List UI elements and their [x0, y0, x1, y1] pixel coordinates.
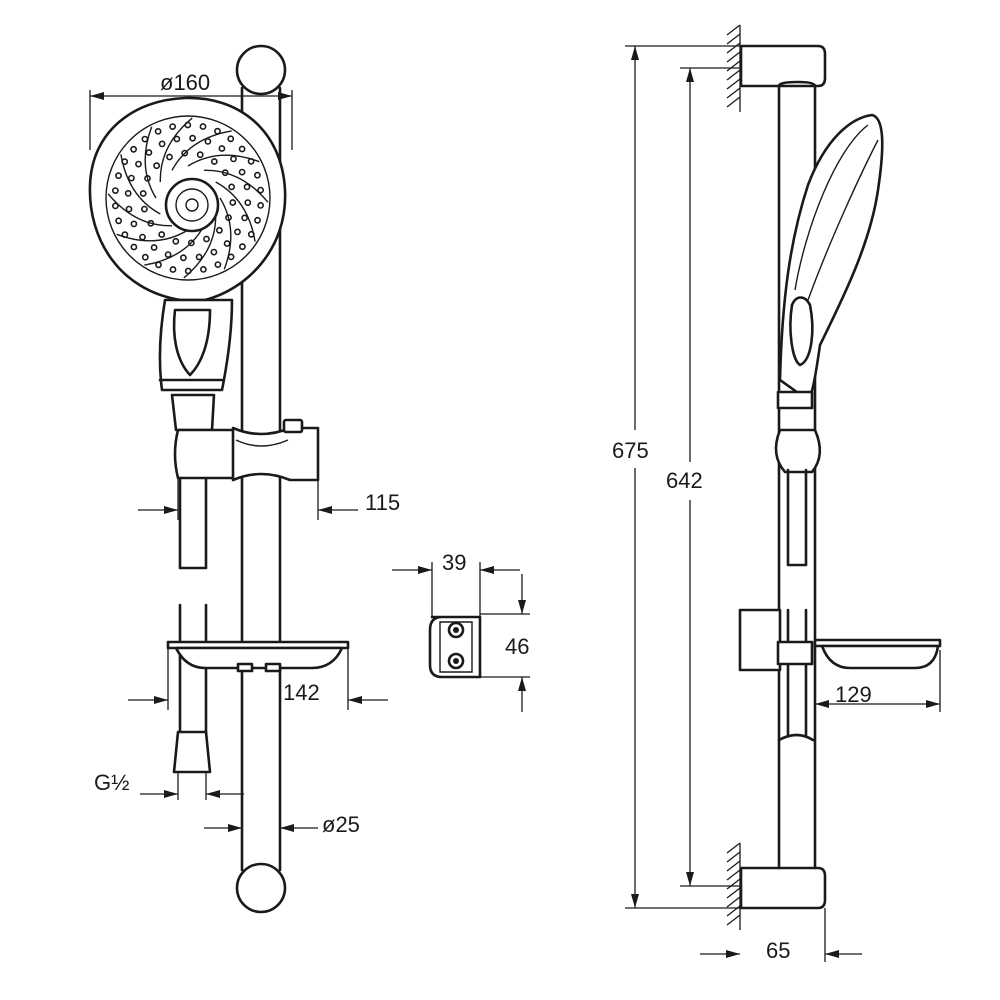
dim-overall-height: 675 — [612, 45, 741, 909]
side-top-bracket — [739, 44, 827, 88]
label-rail-diameter: ø25 — [322, 812, 360, 837]
dim-soap-dish-width: 142 — [128, 648, 388, 710]
front-hose-nut — [172, 730, 212, 774]
bracket-detail: 39 46 — [392, 550, 530, 712]
side-hand-shower — [774, 113, 884, 474]
label-soap-dish-depth: 129 — [835, 682, 872, 707]
dim-fixing-distance: 642 — [666, 67, 741, 887]
front-top-cap — [235, 44, 287, 96]
front-hose-upper — [178, 476, 208, 570]
front-soap-dish — [166, 640, 350, 673]
dim-thread: G½ — [94, 770, 244, 800]
side-hose — [786, 468, 808, 737]
label-thread: G½ — [94, 770, 129, 795]
front-hand-shower — [88, 96, 287, 432]
dim-bracket-width: 39 — [392, 550, 520, 617]
front-slider-holder — [173, 418, 320, 482]
dim-soap-dish-depth: 129 — [814, 650, 941, 712]
dim-holder-offset: 115 — [138, 478, 400, 520]
front-bottom-cap — [235, 862, 287, 914]
label-holder-offset: 115 — [365, 490, 400, 515]
label-spray-diameter: ø160 — [160, 70, 210, 95]
dim-spray-diameter: ø160 — [89, 70, 293, 150]
front-view: ø160 115 142 G½ ø25 — [88, 44, 400, 914]
dim-wall-projection: 65 — [700, 908, 862, 963]
side-soap-dish — [738, 608, 942, 672]
dim-rail-diameter: ø25 — [204, 812, 360, 837]
label-bracket-height: 46 — [505, 634, 529, 659]
side-rail — [777, 80, 817, 870]
label-overall-height: 675 — [612, 438, 649, 463]
label-wall-projection: 65 — [766, 938, 790, 963]
dim-bracket-height: 46 — [480, 574, 530, 712]
side-view: 675 642 129 65 — [612, 24, 942, 963]
side-bottom-bracket — [739, 866, 827, 910]
label-bracket-width: 39 — [442, 550, 466, 575]
front-hose-lower — [178, 603, 208, 737]
label-soap-dish-width: 142 — [283, 680, 320, 705]
label-fixing-distance: 642 — [666, 468, 703, 493]
